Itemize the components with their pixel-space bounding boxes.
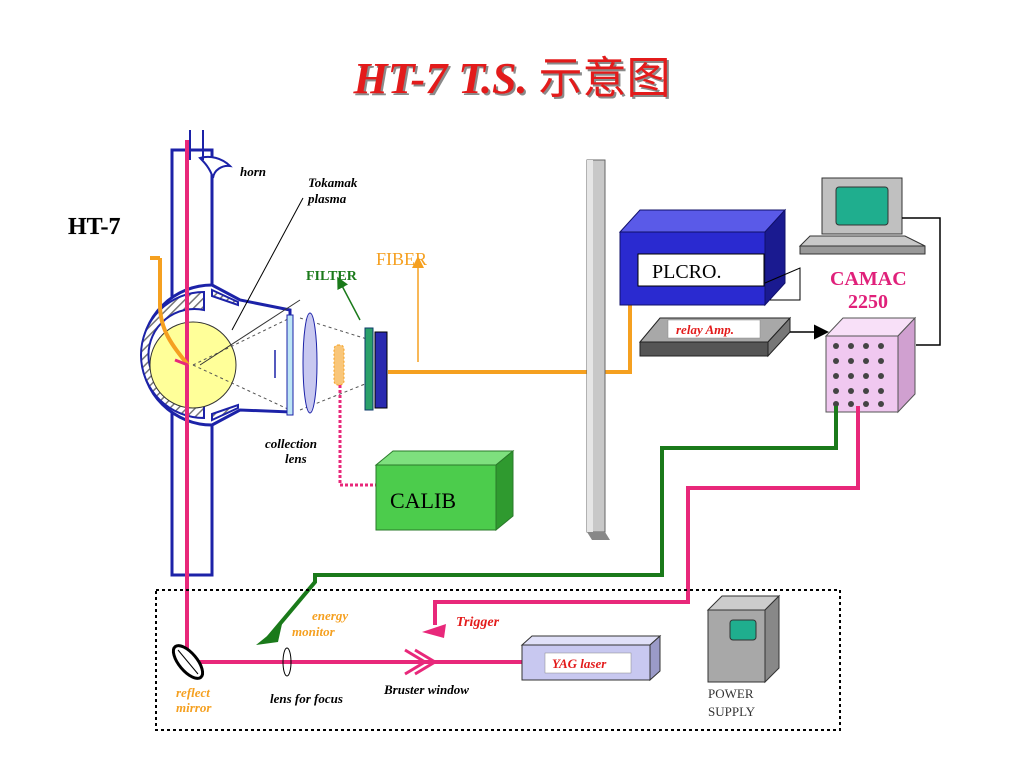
label-lens-for-focus: lens for focus xyxy=(270,691,343,706)
main-fiber xyxy=(388,305,632,374)
window-plate xyxy=(286,314,294,416)
energy-signal-line xyxy=(266,406,838,640)
plcro-box xyxy=(618,208,787,307)
yag-laser-box xyxy=(520,634,662,682)
trigger-arrow-head xyxy=(422,624,446,638)
camac-connectors xyxy=(833,343,884,407)
label-camac: CAMAC xyxy=(830,268,907,290)
collection-lens xyxy=(302,312,318,414)
calib-fiber xyxy=(338,385,378,487)
label-relay-amp: relay Amp. xyxy=(676,322,734,337)
power-supply-box xyxy=(706,594,781,684)
label-trigger: Trigger xyxy=(456,615,500,630)
trigger-signal-line xyxy=(433,406,860,625)
energy-arrow-head xyxy=(256,624,282,645)
focus-lens xyxy=(282,647,292,677)
label-tokamak: Tokamak xyxy=(308,175,358,190)
relay-amp-box xyxy=(638,316,792,358)
label-camac-2250: 2250 xyxy=(848,291,888,313)
label-reflect: reflect xyxy=(176,685,210,700)
label-fiber: FIBER xyxy=(376,249,427,269)
title-main: HT-7 T.S. xyxy=(353,54,528,103)
internal-fiber xyxy=(158,258,190,367)
label-reflect-mirror: mirror xyxy=(176,700,212,715)
label-collection: collection xyxy=(265,436,317,451)
bruster-window xyxy=(404,648,438,676)
label-plcro: PLCRO. xyxy=(652,261,721,283)
label-horn: horn xyxy=(240,164,266,179)
label-energy: energy xyxy=(312,608,348,623)
tokamak-vessel xyxy=(140,148,292,577)
filter-plate xyxy=(364,327,374,411)
fiber-bundle-head xyxy=(374,331,388,409)
label-bruster-window: Bruster window xyxy=(383,682,469,697)
label-collection-lens: lens xyxy=(285,451,307,466)
label-yag-laser: YAG laser xyxy=(552,656,607,671)
label-plasma: plasma xyxy=(307,191,347,206)
label-ht7: HT-7 xyxy=(68,214,120,240)
label-energy-monitor: monitor xyxy=(292,624,336,639)
laser-enclosure xyxy=(155,589,841,731)
label-filter: FILTER xyxy=(306,269,358,284)
label-power: POWER xyxy=(708,686,754,701)
label-supply: SUPPLY xyxy=(708,704,756,719)
calib-box xyxy=(374,449,515,532)
title-chinese: 示意图 xyxy=(538,53,671,104)
page-title: HT-7 T.S. 示意图 xyxy=(0,42,1024,106)
camac-crate xyxy=(824,316,917,414)
label-calib: CALIB xyxy=(390,488,456,513)
computer-icon xyxy=(798,177,926,255)
calib-lamp xyxy=(333,344,345,386)
horn-shape xyxy=(198,155,233,179)
wall-pillar xyxy=(586,159,610,540)
